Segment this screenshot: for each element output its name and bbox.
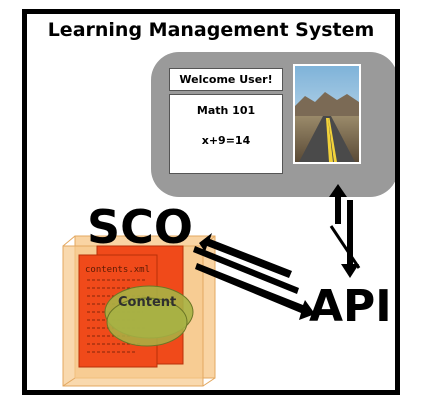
file-name-label: contents.xml (85, 265, 150, 275)
diagram-title: Learning Management System (47, 19, 375, 41)
sco-api-arrows (193, 233, 315, 320)
diagram-graphics: contents.xml (62, 184, 361, 387)
road-photo-image (295, 66, 359, 162)
lms-api-arrows (329, 184, 361, 278)
course-equation: x+9=14 (201, 134, 251, 147)
sco-label: SCO (87, 200, 193, 254)
welcome-box: Welcome User! (169, 68, 283, 91)
diagram-frame: Learning Management System Welcome User!… (22, 9, 400, 395)
course-box: Math 101 x+9=14 (169, 94, 283, 174)
api-label: API (309, 281, 392, 332)
content-ellipses (104, 285, 194, 347)
welcome-text: Welcome User! (179, 73, 273, 86)
course-title: Math 101 (196, 104, 256, 117)
content-label: Content (118, 295, 177, 310)
road-photo (293, 64, 361, 164)
